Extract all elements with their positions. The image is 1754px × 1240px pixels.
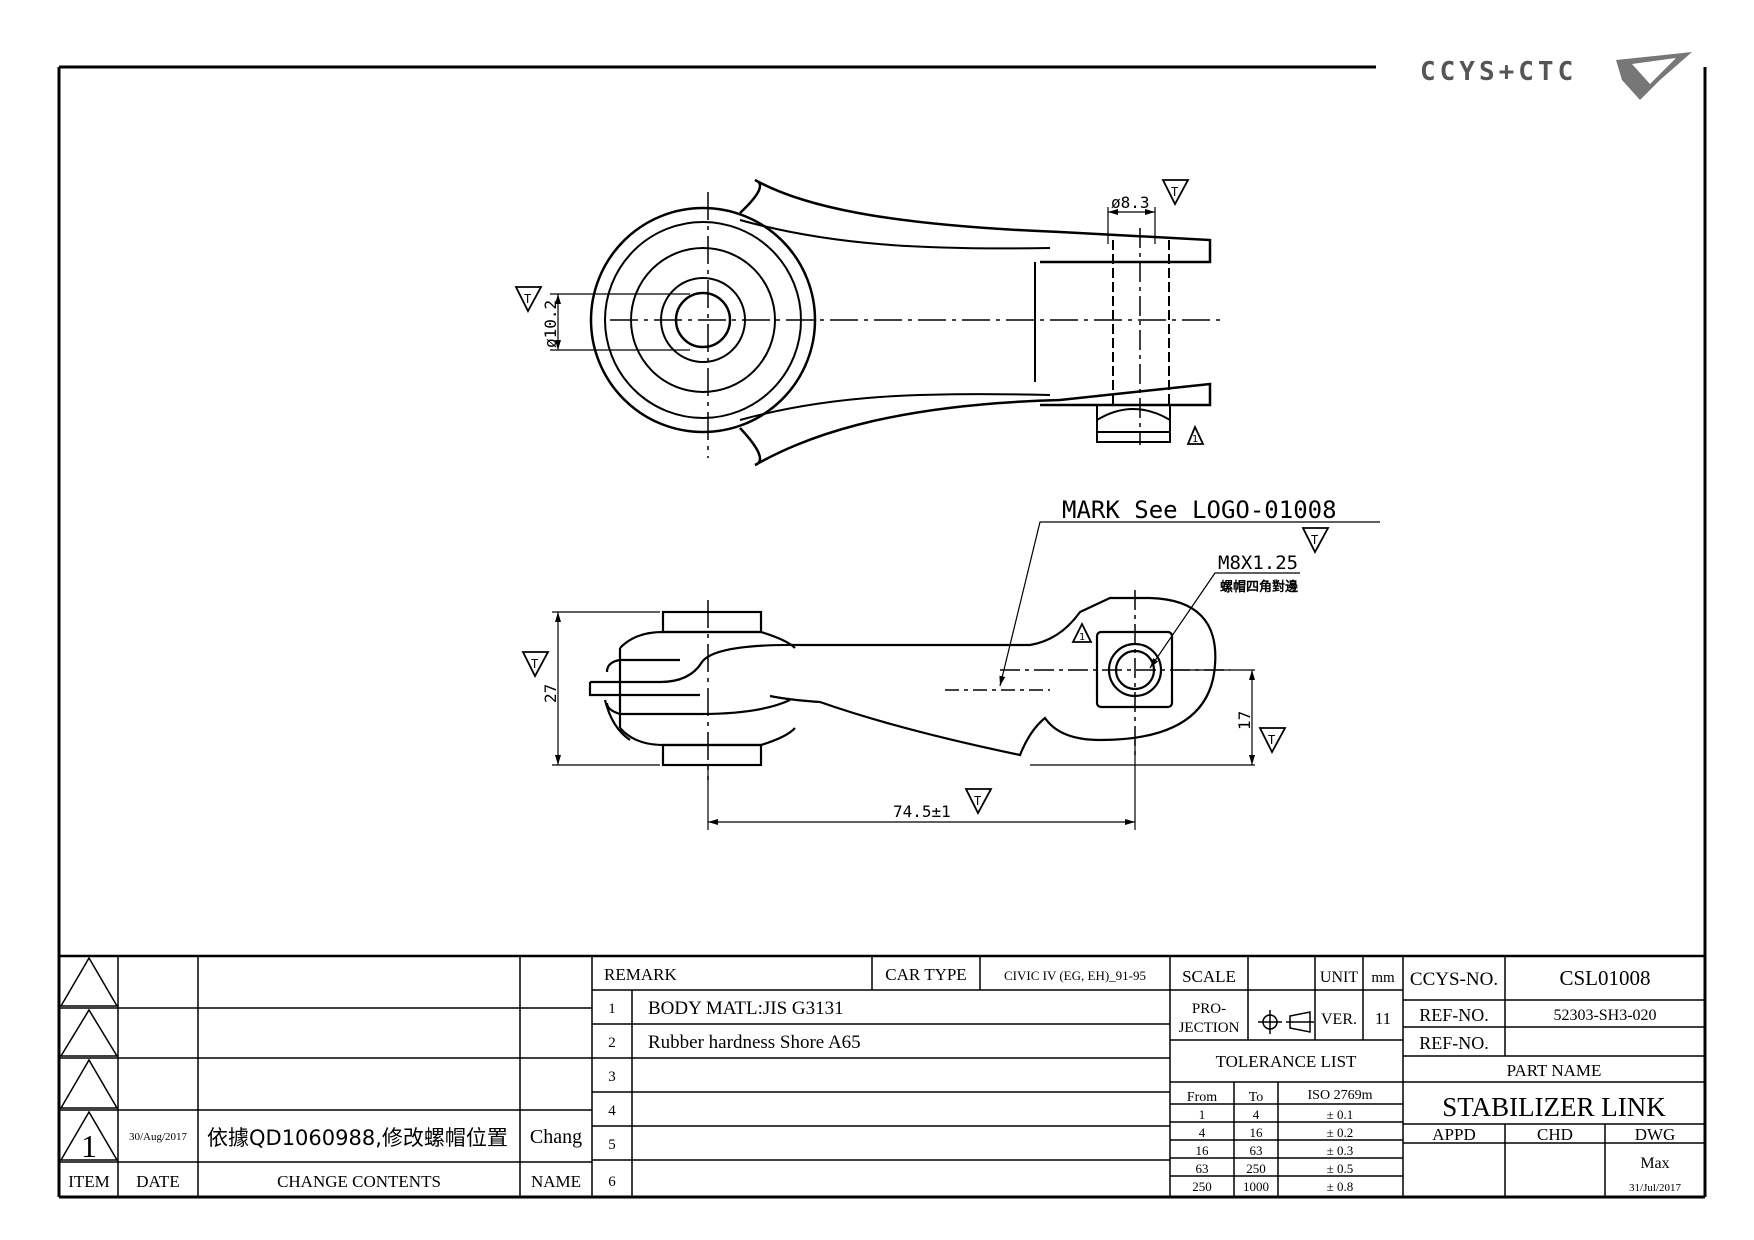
ccys-no-label: CCYS-NO. xyxy=(1410,969,1498,990)
date-header: DATE xyxy=(136,1172,179,1191)
dim-length: 74.5±1 xyxy=(893,802,951,821)
remark-no: 5 xyxy=(608,1137,616,1153)
tolerance-cell: ± 0.5 xyxy=(1327,1161,1354,1176)
tolerance-cell: 250 xyxy=(1246,1161,1266,1176)
chd-label: CHD xyxy=(1537,1125,1573,1144)
revision-block: 1 30/Aug/2017 依據QD1060988,修改螺帽位置 Chang I… xyxy=(68,1126,582,1191)
car-type-label: CAR TYPE xyxy=(885,965,966,984)
remark-no: 2 xyxy=(608,1035,616,1051)
projection-label: PRO- xyxy=(1192,1001,1226,1017)
tolerance-cell: 16 xyxy=(1196,1143,1210,1158)
dim-height: 27 xyxy=(541,684,560,703)
triangle-label: T xyxy=(1171,185,1178,199)
inspection-symbols xyxy=(514,179,1330,815)
unit-value: mm xyxy=(1371,970,1395,986)
tolerance-iso-header: ISO 2769m xyxy=(1308,1088,1373,1103)
tolerance-cell: 1000 xyxy=(1243,1179,1269,1194)
critical-label: 1 xyxy=(1079,632,1085,643)
dwg-label: DWG xyxy=(1635,1125,1676,1144)
logo-text: CCYS+CTC xyxy=(1420,57,1577,87)
tolerance-cell: ± 0.1 xyxy=(1327,1107,1354,1122)
thread-note: M8X1.25 xyxy=(1218,552,1298,574)
inspection-triangle-icon xyxy=(1301,527,1330,554)
part-name-value: STABILIZER LINK xyxy=(1442,1092,1666,1122)
remark-no: 3 xyxy=(608,1069,616,1085)
triangle-label: T xyxy=(974,794,981,808)
triangle-label: T xyxy=(531,657,538,671)
revision-item: 1 xyxy=(81,1128,97,1164)
revision-date: 30/Aug/2017 xyxy=(129,1131,188,1143)
tolerance-cell: 1 xyxy=(1199,1107,1206,1122)
title-block: CCYS-NO. CSL01008 REF-NO. 52303-SH3-020 … xyxy=(1410,966,1682,1194)
ref-no-value: 52303-SH3-020 xyxy=(1553,1007,1656,1024)
part-name-label: PART NAME xyxy=(1507,1061,1602,1080)
top-view xyxy=(589,178,1225,467)
critical-label: 1 xyxy=(1192,434,1198,445)
ccys-no-value: CSL01008 xyxy=(1559,966,1650,990)
remark-no: 6 xyxy=(608,1174,616,1190)
revision-name: Chang xyxy=(530,1126,582,1148)
side-view xyxy=(588,590,1230,780)
dim-hole-left: ø10.2 xyxy=(541,300,560,348)
appd-label: APPD xyxy=(1432,1125,1475,1144)
table-grid xyxy=(59,954,1705,1197)
triangle-label: T xyxy=(1268,733,1275,747)
triangle-label: T xyxy=(524,292,531,306)
nut-note: 螺帽四角對邊 xyxy=(1220,579,1299,595)
inspection-triangle-icon xyxy=(514,286,543,313)
inspection-triangle-icon xyxy=(521,651,550,678)
tolerance-from-header: From xyxy=(1187,1090,1217,1105)
tolerance-cell: 4 xyxy=(1253,1107,1260,1122)
scale-label: SCALE xyxy=(1182,967,1236,986)
dwg-name: Max xyxy=(1640,1155,1669,1172)
side-view-dimensions xyxy=(552,521,1380,830)
change-header: CHANGE CONTENTS xyxy=(277,1172,441,1191)
remark-text: BODY MATL:JIS G3131 xyxy=(648,998,844,1019)
remark-text: Rubber hardness Shore A65 xyxy=(648,1032,861,1053)
tolerance-cell: ± 0.3 xyxy=(1327,1143,1354,1158)
remark-no: 1 xyxy=(608,1001,616,1017)
ref-no2-label: REF-NO. xyxy=(1419,1033,1489,1053)
tolerance-cell: ± 0.2 xyxy=(1327,1125,1354,1140)
tolerance-cell: 250 xyxy=(1192,1179,1212,1194)
name-header: NAME xyxy=(531,1172,581,1191)
spec-block: SCALE UNIT mm PRO- JECTION VER. 11 TOLER… xyxy=(1179,967,1395,1194)
dim-offset: 17 xyxy=(1235,711,1254,730)
tolerance-cell: 4 xyxy=(1199,1125,1206,1140)
tolerance-cell: 63 xyxy=(1250,1143,1263,1158)
inspection-triangle-icon xyxy=(1258,727,1287,754)
ver-value: 11 xyxy=(1375,1009,1391,1028)
inspection-triangle-icon xyxy=(1161,179,1190,206)
critical-triangle-icon xyxy=(1071,621,1093,643)
tolerance-cell: 16 xyxy=(1250,1125,1264,1140)
remark-no: 4 xyxy=(608,1103,616,1119)
dwg-date: 31/Jul/2017 xyxy=(1629,1182,1681,1194)
tolerance-title: TOLERANCE LIST xyxy=(1216,1052,1357,1071)
ver-label: VER. xyxy=(1321,1011,1357,1028)
top-view-dimensions xyxy=(550,207,1156,351)
ref-no-label: REF-NO. xyxy=(1419,1005,1489,1025)
dim-hole-top: ø8.3 xyxy=(1111,193,1150,212)
item-header: ITEM xyxy=(68,1172,110,1191)
critical-triangle-icon xyxy=(1186,424,1205,445)
tolerance-to-header: To xyxy=(1249,1090,1264,1105)
inspection-triangle-icon xyxy=(964,788,993,815)
triangle-label: T xyxy=(1311,533,1318,547)
remark-header: REMARK xyxy=(604,965,677,984)
projection-symbol-icon xyxy=(1258,1010,1314,1034)
car-type-value: CIVIC IV (EG, EH)_91-95 xyxy=(1004,968,1146,983)
company-logo: CCYS+CTC xyxy=(1420,52,1692,100)
projection-label: JECTION xyxy=(1179,1020,1240,1036)
mark-note: MARK See LOGO-01008 xyxy=(1062,496,1337,524)
revision-change: 依據QD1060988,修改螺帽位置 xyxy=(207,1126,508,1150)
tolerance-cell: 63 xyxy=(1196,1161,1209,1176)
unit-label: UNIT xyxy=(1320,969,1358,986)
tolerance-cell: ± 0.8 xyxy=(1327,1179,1354,1194)
remarks-block: REMARK CAR TYPE CIVIC IV (EG, EH)_91-95 … xyxy=(604,965,1146,1190)
